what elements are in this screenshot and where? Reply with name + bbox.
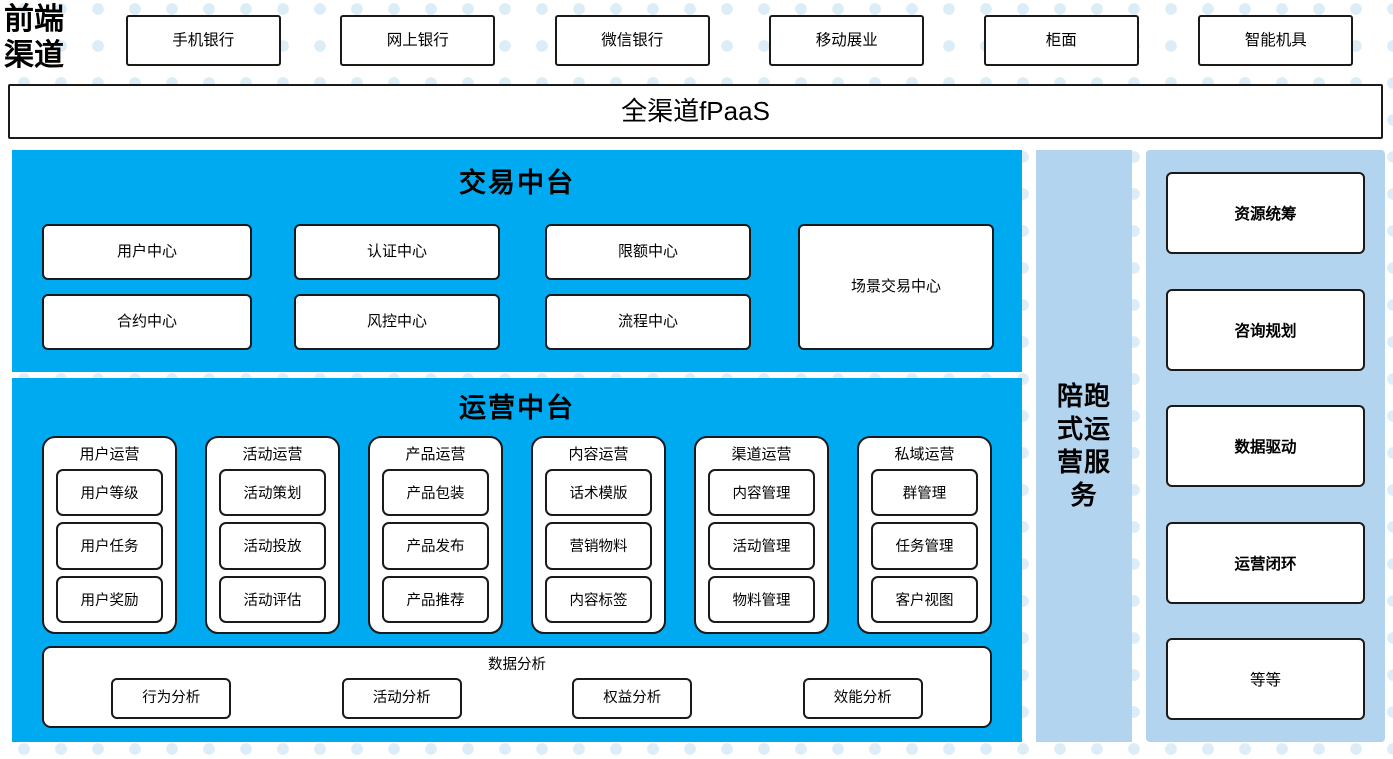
ops-item[interactable]: 活动评估 [219,575,326,623]
ops-group-campaign[interactable]: 活动运营 活动策划 活动投放 活动评估 [205,436,340,634]
trade-box-contract-center[interactable]: 合约中心 [42,294,252,350]
trade-box-user-center[interactable]: 用户中心 [42,224,252,280]
ops-item[interactable]: 产品包装 [382,469,489,517]
ops-item[interactable]: 产品发布 [382,522,489,570]
service-box-resource-coordination[interactable]: 资源统筹 [1166,172,1365,254]
channel-box-online-bank[interactable]: 网上银行 [340,15,496,66]
front-channel-label: 前端 渠道 [4,3,64,72]
service-box-ops-closed-loop[interactable]: 运营闭环 [1166,521,1365,604]
analytics-panel: 数据分析 行为分析 活动分析 权益分析 效能分析 [42,646,992,728]
service-box-etc[interactable]: 等等 [1166,638,1365,720]
channel-box-counter[interactable]: 柜面 [983,15,1139,66]
channel-box-mobile-bank[interactable]: 手机银行 [125,15,281,66]
fpaas-banner: 全渠道fPaaS [8,84,1383,139]
channel-slot: 微信银行 [525,15,740,66]
ops-item[interactable]: 用户等级 [56,469,163,517]
ops-items: 用户等级 用户任务 用户奖励 [56,469,163,623]
ops-item[interactable]: 任务管理 [871,522,978,570]
channel-box-mobile-field[interactable]: 移动展业 [769,15,925,66]
ops-group-title: 产品运营 [405,446,466,463]
trade-box-limit-center[interactable]: 限额中心 [545,224,751,280]
channel-box-smart-machine[interactable]: 智能机具 [1198,15,1354,66]
trade-box-risk-center[interactable]: 风控中心 [294,294,500,350]
service-box-consulting-planning[interactable]: 咨询规划 [1166,288,1365,371]
ops-items: 话术模版 营销物料 内容标签 [545,469,652,623]
channel-slot: 柜面 [954,15,1169,66]
ops-item[interactable]: 活动管理 [708,522,815,570]
ops-item[interactable]: 话术模版 [545,469,652,517]
channel-slot: 移动展业 [740,15,955,66]
ops-center-title: 运营中台 [459,393,575,423]
ops-item[interactable]: 内容标签 [545,575,652,623]
services-panel: 资源统筹 咨询规划 数据驱动 运营闭环 等等 [1146,150,1385,742]
companion-service-label: 陪跑式运营服务 [1056,381,1111,510]
trade-box-process-center[interactable]: 流程中心 [545,294,751,350]
analytics-box-performance[interactable]: 效能分析 [802,677,923,719]
companion-service-panel: 陪跑式运营服务 [1036,150,1132,742]
ops-item[interactable]: 营销物料 [545,522,652,570]
ops-center-panel: 运营中台 用户运营 用户等级 用户任务 用户奖励 活动运营 活动策划 活动投放 … [12,378,1022,742]
ops-groups-row: 用户运营 用户等级 用户任务 用户奖励 活动运营 活动策划 活动投放 活动评估 … [42,436,992,634]
channel-slot: 手机银行 [96,15,311,66]
ops-item[interactable]: 活动策划 [219,469,326,517]
channel-slot: 网上银行 [311,15,526,66]
trade-box-auth-center[interactable]: 认证中心 [294,224,500,280]
ops-items: 产品包装 产品发布 产品推荐 [382,469,489,623]
analytics-box-benefit[interactable]: 权益分析 [572,677,693,719]
channel-slot: 智能机具 [1169,15,1384,66]
trade-center-panel: 交易中台 用户中心 认证中心 限额中心 合约中心 风控中心 流程中心 场景交易中… [12,150,1022,372]
ops-item[interactable]: 客户视图 [871,575,978,623]
ops-item[interactable]: 用户奖励 [56,575,163,623]
ops-group-title: 内容运营 [568,446,629,463]
analytics-box-campaign[interactable]: 活动分析 [341,677,462,719]
ops-items: 活动策划 活动投放 活动评估 [219,469,326,623]
ops-group-user[interactable]: 用户运营 用户等级 用户任务 用户奖励 [42,436,177,634]
ops-item[interactable]: 产品推荐 [382,575,489,623]
ops-group-content[interactable]: 内容运营 话术模版 营销物料 内容标签 [531,436,666,634]
ops-item[interactable]: 活动投放 [219,522,326,570]
ops-item[interactable]: 群管理 [871,469,978,517]
ops-group-title: 活动运营 [242,446,303,463]
ops-group-title: 渠道运营 [731,446,792,463]
ops-item[interactable]: 用户任务 [56,522,163,570]
ops-group-channel[interactable]: 渠道运营 内容管理 活动管理 物料管理 [694,436,829,634]
ops-group-private-domain[interactable]: 私域运营 群管理 任务管理 客户视图 [857,436,992,634]
ops-group-title: 私域运营 [894,446,955,463]
analytics-items: 行为分析 活动分析 权益分析 效能分析 [56,677,978,719]
ops-item[interactable]: 内容管理 [708,469,815,517]
service-box-data-driven[interactable]: 数据驱动 [1166,405,1365,487]
ops-items: 内容管理 活动管理 物料管理 [708,469,815,623]
front-channel-row: 手机银行 网上银行 微信银行 移动展业 柜面 智能机具 [96,15,1383,66]
ops-group-title: 用户运营 [79,446,140,463]
ops-items: 群管理 任务管理 客户视图 [871,469,978,623]
ops-group-product[interactable]: 产品运营 产品包装 产品发布 产品推荐 [368,436,503,634]
ops-item[interactable]: 物料管理 [708,575,815,623]
analytics-box-behavior[interactable]: 行为分析 [111,677,232,719]
trade-box-scenario-center[interactable]: 场景交易中心 [798,224,994,350]
channel-box-wechat-bank[interactable]: 微信银行 [554,15,710,66]
trade-center-title: 交易中台 [459,168,575,198]
analytics-title: 数据分析 [488,657,546,673]
